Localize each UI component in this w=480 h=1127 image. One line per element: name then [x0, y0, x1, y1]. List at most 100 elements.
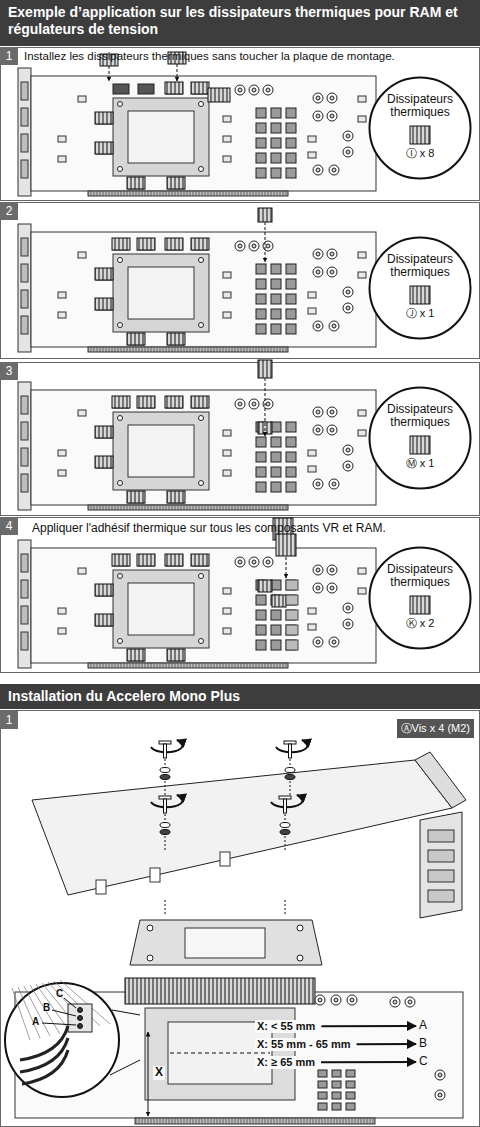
pin-letter: A	[419, 1019, 427, 1033]
drawing-part	[313, 407, 323, 417]
drawing-part	[118, 258, 123, 263]
drawing-part	[128, 425, 194, 477]
drawing-part	[21, 396, 28, 414]
drawing-part	[358, 252, 366, 258]
drawing-part	[128, 267, 194, 319]
drawing-part	[346, 606, 350, 610]
drawing-part	[118, 416, 123, 421]
drawing-part	[316, 586, 320, 590]
drawing-part	[252, 560, 256, 564]
drawing-part	[286, 437, 296, 447]
drawing-part	[58, 292, 66, 298]
drawing-part	[21, 316, 28, 334]
drawing-part	[332, 482, 336, 486]
drawing-part	[327, 249, 337, 259]
drawing-part	[271, 640, 281, 650]
parts-callout-circle: Dissipateurs thermiquesⓀ x 2	[368, 546, 472, 650]
drawing-part	[271, 294, 281, 304]
node-text: 1	[0, 47, 18, 65]
drawing-part	[271, 123, 281, 133]
drawing-part	[415, 752, 466, 808]
drawing-part	[332, 1092, 341, 1099]
drawing-part	[343, 147, 353, 157]
drawing-part	[249, 241, 259, 251]
drawing-part	[220, 852, 230, 866]
drawing-part	[286, 168, 296, 178]
drawing-part	[223, 136, 231, 142]
drawing-part	[147, 955, 153, 961]
drawing-part	[329, 479, 339, 489]
drawing-part	[265, 222, 266, 262]
drawing-part	[165, 759, 166, 767]
drawing-part	[256, 640, 266, 650]
drawing-part	[256, 153, 266, 163]
drawing-part	[308, 450, 316, 456]
drawing-part	[285, 768, 295, 773]
step-number: 3	[0, 362, 18, 380]
pin-letter: B	[419, 1037, 427, 1051]
drawing-part	[286, 422, 296, 432]
drawing-part	[256, 467, 266, 477]
drawing-part	[249, 399, 259, 409]
drawing-part	[1, 518, 480, 673]
parts-callout-circle: Dissipateurs thermiquesⒿ x 1	[368, 236, 472, 340]
drawing-part	[20, 1026, 68, 1060]
drawing-part	[118, 167, 123, 172]
drawing-part	[252, 88, 256, 92]
drawing-part	[329, 165, 339, 175]
drawing-part	[428, 870, 454, 882]
drawing-part	[223, 116, 231, 122]
drawing-part	[160, 775, 170, 780]
drawing-part	[31, 232, 376, 347]
part-count: Ⓜ x 1	[406, 457, 435, 469]
parts-callout-circle: Dissipateurs thermiquesⒾ x 8	[368, 76, 472, 180]
drawing-part	[130, 920, 322, 965]
drawing-part	[165, 836, 166, 852]
drawing-part	[137, 554, 155, 566]
pin-letter: C	[56, 988, 63, 1000]
drawing-part	[358, 410, 366, 416]
drawing-part	[127, 649, 145, 661]
drawing-part	[286, 640, 298, 650]
drawing-part	[167, 649, 185, 661]
drawing-part	[148, 1032, 149, 1116]
drawing-part	[165, 82, 183, 94]
drawing-part	[286, 153, 296, 163]
drawing-part	[58, 450, 66, 456]
drawing-part	[164, 799, 167, 813]
drawing-part	[334, 998, 338, 1002]
drawing-part	[150, 868, 160, 882]
drawing-part	[284, 799, 287, 813]
drawing-part	[160, 768, 170, 773]
drawing-part	[160, 823, 170, 828]
drawing-part	[330, 428, 334, 432]
drawing-part	[165, 396, 183, 408]
drawing-part	[271, 264, 281, 274]
drawing-part	[330, 270, 334, 274]
drawing-part	[223, 272, 231, 278]
drawing-part	[316, 252, 320, 256]
drawing-part	[265, 378, 266, 436]
drawing-part	[24, 986, 50, 1036]
drawing-part	[258, 208, 272, 222]
drawing-part	[199, 481, 204, 486]
drawing-part	[191, 238, 209, 250]
drawing-part	[238, 88, 242, 92]
drawing-part	[256, 625, 266, 635]
step-number: 1	[0, 711, 18, 729]
drawing-part	[256, 123, 266, 133]
drawing-part	[18, 68, 31, 196]
drawing-part	[256, 437, 266, 447]
drawing-part	[199, 102, 204, 107]
drawing-part	[327, 111, 337, 121]
drawing-part	[256, 294, 266, 304]
dimension-rule: X: 55 mm - 65 mm	[255, 1038, 353, 1051]
drawing-part	[78, 410, 86, 416]
drawing-part	[127, 333, 145, 345]
drawing-part	[329, 321, 339, 331]
circle-border	[370, 238, 471, 339]
drawing-part	[308, 136, 316, 142]
drawing-part	[263, 85, 273, 95]
drawing-part	[358, 568, 366, 574]
drawing-part	[164, 744, 167, 758]
